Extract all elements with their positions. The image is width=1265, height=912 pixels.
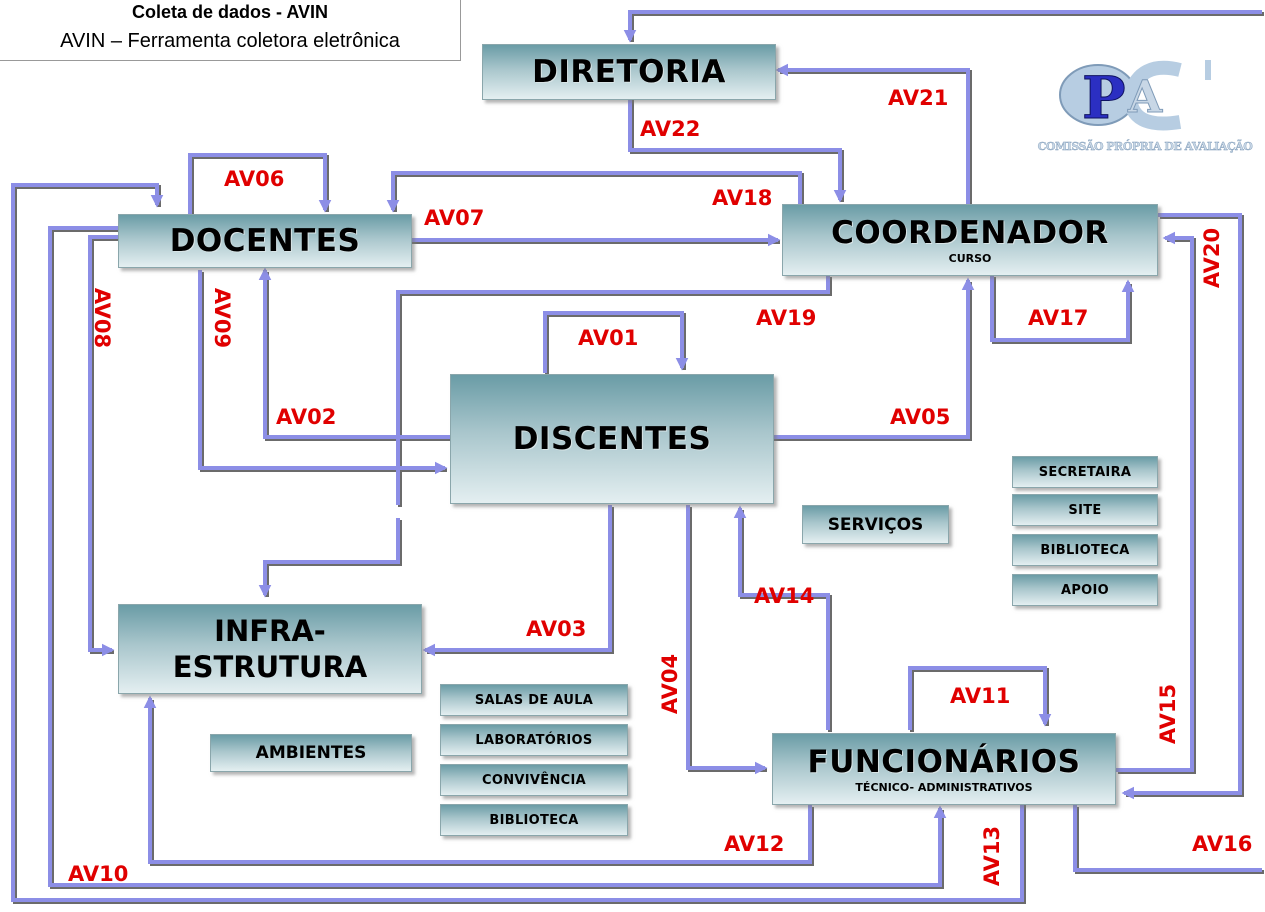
edge-av02 (258, 267, 450, 439)
edge-label-av19: AV19 (756, 306, 817, 330)
node-funcionarios-label: FUNCIONÁRIOS (807, 744, 1081, 780)
node-docentes: DOCENTES (118, 214, 412, 268)
servicos-item: SITE (1012, 494, 1158, 526)
node-infra-line1: INFRA- (214, 614, 326, 648)
svg-text:A: A (1127, 72, 1163, 123)
node-diretoria: DIRETORIA (482, 44, 776, 100)
edge-av19-a (396, 275, 830, 505)
node-servicos: SERVIÇOS (802, 505, 949, 544)
edge-av19-b (258, 518, 400, 598)
ambientes-item: SALAS DE AULA (440, 684, 628, 716)
edge-av15 (1116, 231, 1194, 772)
edge-av18 (386, 171, 802, 213)
edge-label-av21: AV21 (888, 86, 949, 110)
edge-av06 (188, 153, 332, 215)
servicos-item-label: SECRETAIRA (1038, 464, 1132, 480)
node-discentes-label: DISCENTES (512, 421, 712, 457)
edge-label-av22: AV22 (640, 117, 701, 141)
edge-label-av08: AV08 (90, 287, 114, 349)
edge-av21-top (623, 10, 1262, 43)
edge-label-av16: AV16 (1192, 832, 1253, 856)
ambientes-item-label: BIBLIOTECA (489, 812, 579, 828)
node-coordenador-label: COORDENADOR (831, 215, 1109, 251)
node-docentes-label: DOCENTES (169, 223, 361, 259)
edge-av17 (990, 275, 1135, 342)
edge-label-av18: AV18 (712, 186, 773, 210)
edge-label-av11: AV11 (950, 684, 1011, 708)
edge-label-av15: AV15 (1156, 683, 1180, 745)
edge-label-av02: AV02 (276, 405, 337, 429)
cpa-logo-icon: P A (1059, 60, 1211, 133)
edge-label-av14: AV14 (754, 584, 815, 608)
edge-label-av20: AV20 (1200, 227, 1224, 289)
edge-label-av03: AV03 (526, 617, 587, 641)
edge-label-av07: AV07 (424, 206, 485, 230)
edge-label-av09: AV09 (210, 287, 234, 349)
node-ambientes: AMBIENTES (210, 734, 412, 772)
ambientes-item: LABORATÓRIOS (440, 724, 628, 756)
servicos-item: BIBLIOTECA (1012, 534, 1158, 566)
edge-av14 (733, 505, 830, 730)
edge-label-av01: AV01 (578, 326, 639, 350)
node-funcionarios: FUNCIONÁRIOS TÉCNICO- ADMINISTRATIVOS (772, 733, 1116, 805)
edge-av05 (770, 277, 975, 439)
edge-av04 (686, 505, 768, 775)
servicos-item-label: BIBLIOTECA (1040, 542, 1130, 558)
ambientes-item-label: LABORATÓRIOS (475, 732, 593, 748)
logo-caption: COMISSÃO PRÓPRIA DE AVALIAÇÃO (1037, 140, 1253, 153)
node-infra-line2: ESTRUTURA (172, 650, 368, 684)
edge-label-av10: AV10 (68, 862, 129, 886)
edge-av08 (88, 235, 118, 657)
edge-av20 (1121, 213, 1242, 800)
ambientes-item-label: SALAS DE AULA (474, 692, 594, 708)
node-coordenador-sub: CURSO (948, 252, 992, 265)
edge-label-av17: AV17 (1028, 306, 1089, 330)
edge-av21 (775, 63, 970, 204)
edge-label-av12: AV12 (724, 832, 785, 856)
servicos-item: SECRETAIRA (1012, 456, 1158, 488)
ambientes-item-label: CONVIVÊNCIA (482, 772, 586, 788)
edge-av22 (628, 98, 847, 203)
svg-text:P: P (1082, 64, 1126, 132)
edge-label-av06: AV06 (224, 167, 285, 191)
edge-av03 (422, 505, 612, 657)
ambientes-item: CONVIVÊNCIA (440, 764, 628, 796)
edge-av11 (908, 666, 1052, 730)
servicos-item-label: APOIO (1060, 582, 1110, 598)
node-coordenador: COORDENADOR CURSO (782, 204, 1158, 276)
header-subtitle: AVIN – Ferramenta coletora eletrônica (60, 30, 400, 52)
node-ambientes-label: AMBIENTES (255, 743, 367, 763)
edge-av10 (48, 226, 947, 887)
edge-av12 (143, 695, 812, 864)
node-infraestrutura: INFRA- ESTRUTURA (118, 604, 422, 694)
servicos-item: APOIO (1012, 574, 1158, 606)
node-diretoria-label: DIRETORIA (532, 54, 726, 90)
node-discentes: DISCENTES (450, 374, 774, 504)
edge-av13 (11, 183, 1024, 902)
edge-av16 (1073, 805, 1262, 872)
servicos-item-label: SITE (1068, 502, 1102, 518)
header-title: Coleta de dados - AVIN (131, 2, 329, 22)
edge-label-av13: AV13 (980, 825, 1004, 887)
edge-label-av05: AV05 (890, 405, 951, 429)
edge-av01 (543, 311, 689, 373)
node-funcionarios-sub: TÉCNICO- ADMINISTRATIVOS (855, 781, 1033, 794)
edge-av09 (198, 270, 448, 475)
ambientes-item: BIBLIOTECA (440, 804, 628, 836)
header-box: Coleta de dados - AVIN AVIN – Ferramenta… (0, 0, 461, 61)
node-servicos-label: SERVIÇOS (827, 514, 924, 535)
edge-label-av04: AV04 (658, 653, 682, 715)
